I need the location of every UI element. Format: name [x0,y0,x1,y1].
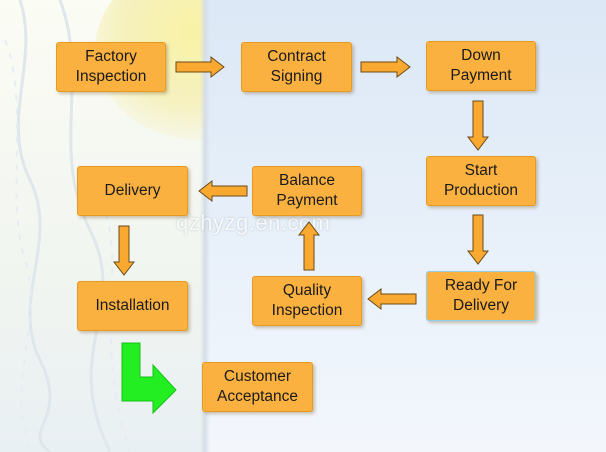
step-ready-for-delivery: Ready For Delivery [426,271,536,321]
step-factory-inspection: Factory Inspection [56,42,166,92]
arrow-left-icon [367,287,417,311]
step-installation: Installation [77,281,188,331]
arrow-down-icon [466,214,490,265]
arrow-right-icon [360,55,411,79]
step-contract-signing: Contract Signing [241,42,352,92]
arrow-up-icon [297,221,321,271]
arrow-right-icon [175,55,225,79]
arrow-down-icon [112,225,136,276]
step-customer-acceptance: Customer Acceptance [202,362,313,412]
arrow-left-icon [198,179,248,203]
step-balance-payment: Balance Payment [252,166,362,216]
background-divider [200,0,210,452]
arrow-turn-right-icon [121,342,177,415]
arrow-down-icon [466,100,490,151]
step-quality-inspection: Quality Inspection [252,276,362,326]
step-down-payment: Down Payment [426,41,536,91]
step-delivery: Delivery [77,166,188,216]
step-start-production: Start Production [426,156,536,206]
